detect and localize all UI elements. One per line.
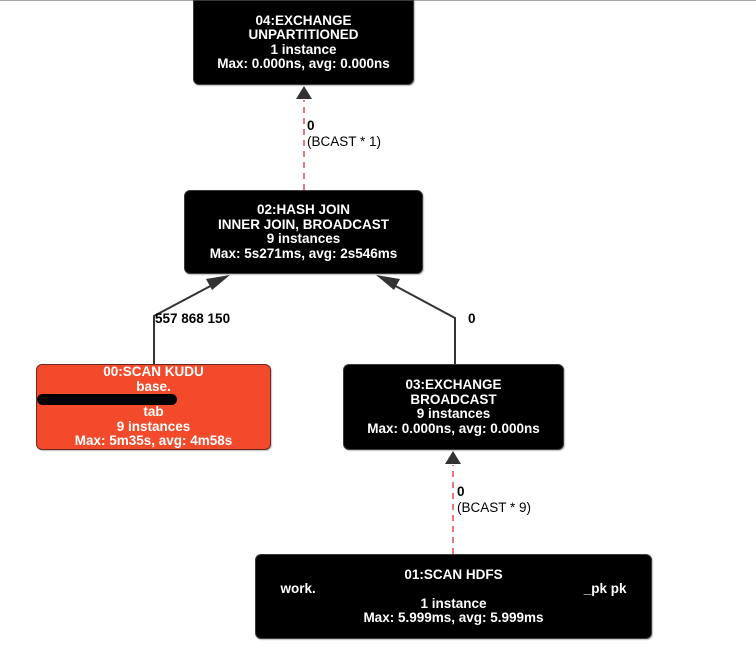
node-timing: Max: 5m35s, avg: 4m58s bbox=[74, 433, 233, 449]
edge-rows: 0 bbox=[307, 118, 315, 133]
node-timing: Max: 5.999ms, avg: 5.999ms bbox=[363, 610, 544, 625]
node-title: 03:EXCHANGE bbox=[405, 377, 502, 392]
edge-note: (BCAST * 9) bbox=[457, 500, 532, 515]
node-00-scan-kudu[interactable]: 00:SCAN KUDU base. tab 9 instances Max: … bbox=[36, 364, 271, 450]
node-instances: 1 instance bbox=[420, 595, 487, 611]
node-timing: Max: 0.000ns, avg: 0.000ns bbox=[367, 420, 540, 436]
node-timing: Max: 5s271ms, avg: 2s546ms bbox=[209, 245, 398, 261]
node-title: 02:HASH JOIN bbox=[256, 202, 351, 217]
node-detail-suffix: tab bbox=[143, 404, 164, 420]
node-01-scan-hdfs[interactable]: 01:SCAN HDFS work. _pk pk 1 instance Max:… bbox=[255, 554, 652, 639]
edge-label-00-02: 557 868 150 bbox=[155, 311, 230, 327]
node-title: 01:SCAN HDFS bbox=[404, 566, 503, 582]
node-instances: 9 instances bbox=[266, 231, 341, 246]
node-detail-prefix: work. bbox=[280, 581, 316, 596]
arrowhead-02-right-icon bbox=[376, 275, 400, 290]
node-04-exchange[interactable]: 04:EXCHANGE UNPARTITIONED 1 instance Max… bbox=[193, 0, 414, 85]
redacted-table-name bbox=[37, 394, 177, 406]
node-03-exchange[interactable]: 03:EXCHANGE BROADCAST 9 instances Max: 0… bbox=[343, 364, 564, 450]
node-detail: base. tab bbox=[37, 378, 270, 420]
arrowhead-03-icon bbox=[445, 451, 461, 464]
node-detail-prefix: base. bbox=[136, 378, 171, 394]
edge-label-03-02: 0 bbox=[468, 311, 476, 327]
node-detail: work. _pk pk bbox=[256, 581, 651, 597]
edge-00-to-02 bbox=[153, 281, 219, 364]
node-timing: Max: 0.000ns, avg: 0.000ns bbox=[217, 56, 390, 71]
node-detail-suffix: _pk pk bbox=[583, 581, 627, 596]
edge-rows: 557 868 150 bbox=[155, 311, 231, 326]
arrowhead-02-left-icon bbox=[206, 275, 230, 290]
node-02-hash-join[interactable]: 02:HASH JOIN INNER JOIN, BROADCAST 9 ins… bbox=[184, 190, 423, 274]
node-instances: 9 instances bbox=[116, 418, 191, 434]
node-instances: 9 instances bbox=[416, 406, 491, 421]
node-instances: 1 instance bbox=[270, 41, 337, 57]
node-title: 04:EXCHANGE bbox=[255, 12, 352, 28]
edge-label-02-04: 0 (BCAST * 1) bbox=[307, 118, 381, 150]
edge-rows: 0 bbox=[457, 484, 465, 499]
edge-03-to-02 bbox=[387, 281, 456, 364]
edge-rows: 0 bbox=[468, 311, 476, 326]
node-detail: BROADCAST bbox=[410, 391, 497, 407]
edge-label-01-03: 0 (BCAST * 9) bbox=[457, 484, 531, 516]
arrowhead-04-icon bbox=[296, 86, 312, 99]
node-title: 00:SCAN KUDU bbox=[103, 364, 204, 380]
edge-note: (BCAST * 1) bbox=[307, 134, 382, 149]
node-detail: INNER JOIN, BROADCAST bbox=[217, 216, 389, 232]
node-detail: UNPARTITIONED bbox=[248, 27, 359, 42]
